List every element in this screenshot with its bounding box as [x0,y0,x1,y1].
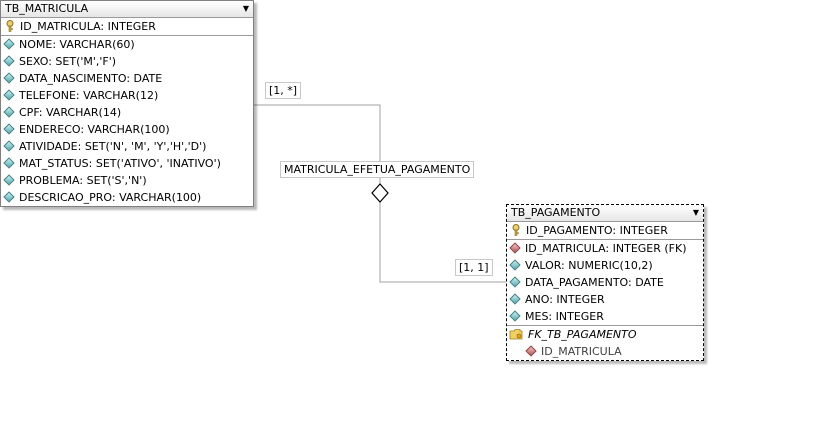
foreign-key-section: FK_TB_PAGAMENTO ID_MATRICULA [507,325,703,360]
relationship-name-label[interactable]: MATRICULA_EFETUA_PAGAMENTO [280,161,475,178]
column-label: ID_MATRICULA: INTEGER (FK) [525,242,687,255]
column-list: NOME: VARCHAR(60) SEXO: SET('M','F') DATA_… [1,36,253,206]
column-label: MAT_STATUS: SET('ATIVO', 'INATIVO') [19,157,221,170]
chevron-down-icon[interactable]: ▼ [242,4,249,13]
attribute-icon [3,191,15,203]
column-row[interactable]: DATA_PAGAMENTO: DATE [507,274,703,291]
attribute-icon [3,89,15,101]
primary-key-row[interactable]: ID_PAGAMENTO: INTEGER [507,222,703,239]
column-row[interactable]: PROBLEMA: SET('S','N') [1,172,253,189]
cardinality-source-label: [1, *] [265,82,302,99]
column-row[interactable]: ENDERECO: VARCHAR(100) [1,121,253,138]
attribute-icon [509,310,521,322]
column-row[interactable]: DATA_NASCIMENTO: DATE [1,70,253,87]
primary-key-row[interactable]: ID_MATRICULA: INTEGER [1,18,253,36]
attribute-icon [3,106,15,118]
column-row[interactable]: MES: INTEGER [507,308,703,325]
column-label: ANO: INTEGER [525,293,605,306]
primary-key-label: ID_MATRICULA: INTEGER [20,20,156,33]
table-header[interactable]: TB_MATRICULA ▼ [1,1,253,18]
column-row[interactable]: NOME: VARCHAR(60) [1,36,253,53]
attribute-icon [509,276,521,288]
attribute-icon [3,55,15,67]
attribute-icon [509,259,521,271]
attribute-icon [3,140,15,152]
column-row[interactable]: VALOR: NUMERIC(10,2) [507,257,703,274]
key-icon [6,20,14,32]
column-label: TELEFONE: VARCHAR(12) [19,89,159,102]
attribute-icon [3,157,15,169]
column-label: PROBLEMA: SET('S','N') [19,174,147,187]
column-label: DATA_PAGAMENTO: DATE [525,276,664,289]
column-label: DATA_NASCIMENTO: DATE [19,72,163,85]
column-row[interactable]: TELEFONE: VARCHAR(12) [1,87,253,104]
column-label: ENDERECO: VARCHAR(100) [19,123,170,136]
column-row[interactable]: CPF: VARCHAR(14) [1,104,253,121]
column-row[interactable]: ATIVIDADE: SET('N', 'M', 'Y','H','D') [1,138,253,155]
table-name: TB_MATRICULA [5,2,89,15]
attribute-icon [3,72,15,84]
fk-column-icon [509,242,521,254]
column-label: NOME: VARCHAR(60) [19,38,135,51]
fk-column-row[interactable]: ID_MATRICULA [507,343,703,360]
column-row[interactable]: DESCRICAO_PRO: VARCHAR(100) [1,189,253,206]
column-row[interactable]: SEXO: SET('M','F') [1,53,253,70]
attribute-icon [3,123,15,135]
column-row[interactable]: ANO: INTEGER [507,291,703,308]
column-label: ATIVIDADE: SET('N', 'M', 'Y','H','D') [19,140,207,153]
column-label: MES: INTEGER [525,310,604,323]
table-tb-pagamento[interactable]: TB_PAGAMENTO ▼ ID_PAGAMENTO: INTEGER ID_… [506,204,704,361]
chevron-down-icon[interactable]: ▼ [692,208,699,217]
fk-column-icon [525,345,537,357]
column-label: CPF: VARCHAR(14) [19,106,122,119]
column-label: SEXO: SET('M','F') [19,55,117,68]
table-header[interactable]: TB_PAGAMENTO ▼ [507,205,703,222]
foreign-key-column-row[interactable]: ID_MATRICULA: INTEGER (FK) [507,239,703,257]
column-row[interactable]: MAT_STATUS: SET('ATIVO', 'INATIVO') [1,155,253,172]
fk-constraint-label: FK_TB_PAGAMENTO [528,328,637,341]
column-label: VALOR: NUMERIC(10,2) [525,259,653,272]
primary-key-label: ID_PAGAMENTO: INTEGER [526,224,668,237]
table-name: TB_PAGAMENTO [511,206,601,219]
relationship-diamond[interactable] [371,183,389,203]
attribute-icon [3,174,15,186]
column-label: DESCRICAO_PRO: VARCHAR(100) [19,191,202,204]
table-tb-matricula[interactable]: TB_MATRICULA ▼ ID_MATRICULA: INTEGER NOM… [0,0,254,207]
fk-constraint-row[interactable]: FK_TB_PAGAMENTO [507,326,703,343]
attribute-icon [3,38,15,50]
folder-key-icon [509,329,523,340]
attribute-icon [509,293,521,305]
column-list: VALOR: NUMERIC(10,2) DATA_PAGAMENTO: DATE… [507,257,703,325]
key-icon [512,224,520,236]
cardinality-target-label: [1, 1] [455,259,493,276]
fk-column-label: ID_MATRICULA [541,345,622,358]
